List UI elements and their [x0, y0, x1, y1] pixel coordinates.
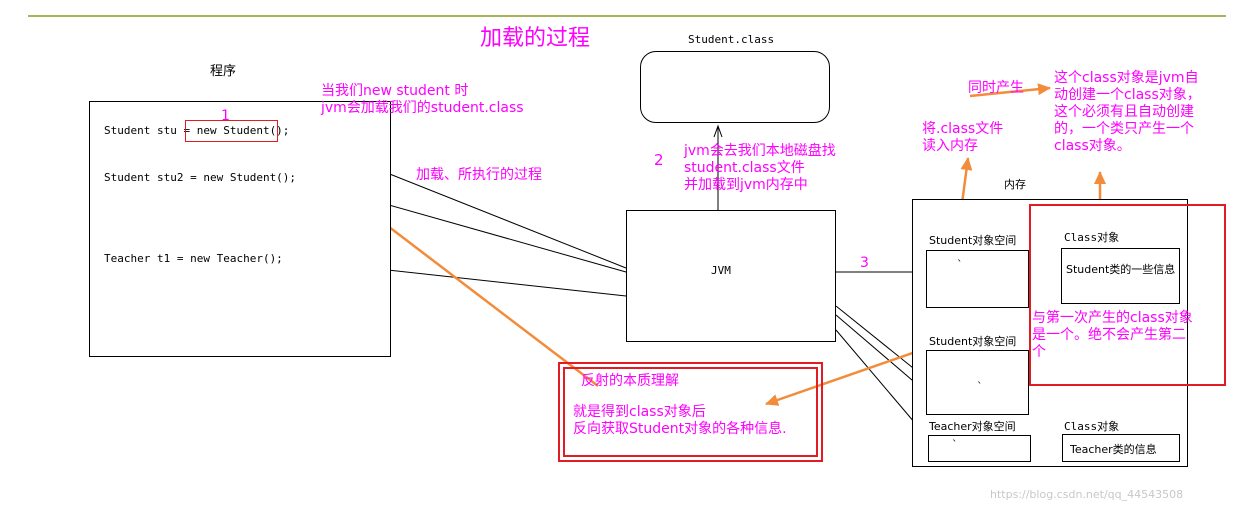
- student-space-1-label: Student对象空间: [929, 234, 1017, 247]
- class-object-1-content: Student类的一些信息: [1066, 263, 1176, 276]
- watermark: https://blog.csdn.net/qq_44543508: [990, 488, 1184, 501]
- reflection-title: 反射的本质理解: [581, 373, 679, 389]
- space-1-mark: `: [957, 258, 963, 271]
- space-2-mark: `: [977, 380, 983, 393]
- class-object-2: [1062, 434, 1180, 462]
- note-same-object: 与第一次产生的class对象 是一个。绝不会产生第二 个: [1032, 310, 1193, 360]
- jvm-to-teacher-line: [835, 329, 927, 438]
- jvm-to-space2-line-b: [835, 314, 927, 393]
- space-3-mark: `: [952, 438, 958, 451]
- program-label: 程序: [210, 64, 237, 79]
- student-space-2-label: Student对象空间: [929, 335, 1017, 348]
- teacher-space: [928, 435, 1031, 462]
- program-box: [89, 101, 391, 357]
- arrow-generated-together: [969, 83, 1051, 98]
- class-object-1: [1061, 248, 1180, 304]
- jvm-box: [626, 210, 836, 342]
- class-file-label: Student.class: [688, 33, 775, 46]
- teacher-space-label: Teacher对象空间: [929, 420, 1016, 433]
- reflection-box: [558, 362, 823, 462]
- step-number-2: 2: [654, 151, 664, 169]
- top-rule: [28, 15, 1226, 17]
- diagram-title: 加载的过程: [480, 26, 591, 51]
- memory-label: 内存: [1004, 178, 1026, 191]
- note-generated-together: 同时产生: [968, 80, 1024, 96]
- note-auto-class-object: 这个class对象是jvm自 动创建一个class对象， 这个必须有且自动创建 …: [1054, 70, 1201, 154]
- note-read-into-memory: 将.class文件 读入内存: [922, 121, 1004, 154]
- step-number-3: 3: [860, 255, 869, 271]
- reflection-inner-border: [563, 367, 818, 457]
- code-highlight-box: [185, 120, 278, 142]
- code-line-stu: Student stu = new Student();: [104, 124, 290, 137]
- code-line-stu2: Student stu2 = new Student();: [104, 171, 297, 184]
- note-disk-search: jvm会去我们本地磁盘找 student.class文件 并加载到jvm内存中: [684, 143, 836, 193]
- student-space-2: [926, 350, 1029, 415]
- class-object-2-content: Teacher类的信息: [1070, 443, 1157, 456]
- class-object-2-label: Class对象: [1064, 420, 1120, 433]
- code-line-t1: Teacher t1 = new Teacher();: [104, 252, 283, 265]
- note-new-student: 当我们new student 时 jvm会加载我们的student.class: [321, 83, 524, 116]
- note-load-process: 加载、所执行的过程: [416, 167, 542, 183]
- memory-box: [912, 199, 1188, 467]
- student-space-1: [926, 250, 1029, 308]
- class-object-1-label: Class对象: [1064, 231, 1120, 244]
- reflection-body: 就是得到class对象后 反向获取Student对象的各种信息.: [573, 404, 787, 437]
- class-file-box: [640, 51, 830, 123]
- jvm-label: JVM: [711, 264, 731, 277]
- class-object-highlight: [1029, 204, 1226, 386]
- step-number-1: 1: [221, 108, 230, 124]
